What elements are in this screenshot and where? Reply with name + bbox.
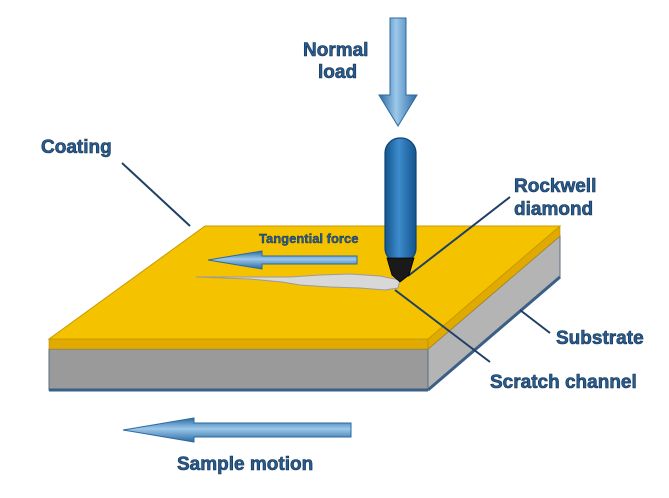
coating-front-edge <box>48 338 429 350</box>
substrate-side-bottom-edge <box>427 275 561 392</box>
sample-motion-label: Sample motion <box>177 454 313 475</box>
scratch-groove <box>195 273 401 291</box>
rockwell-label-line1: Rockwell <box>514 176 596 197</box>
rockwell-label-line2: diamond <box>514 199 593 220</box>
scratch-channel-leader-line <box>394 289 491 363</box>
indenter-shaft <box>384 137 417 264</box>
tangential-force-label: Tangential force <box>259 231 358 246</box>
coating-leader-line <box>121 162 191 227</box>
rockwell-leader-line <box>407 196 511 277</box>
tangential-force-arrow <box>207 250 358 270</box>
substrate-label: Substrate <box>556 328 644 349</box>
sample-motion-arrow <box>122 417 352 443</box>
scratch-channel-label: Scratch channel <box>490 372 637 393</box>
coating-label: Coating <box>41 137 112 158</box>
normal-load-label-line2: load <box>318 62 357 83</box>
substrate-front-face <box>48 348 429 391</box>
diamond-tip <box>386 257 415 283</box>
normal-load-arrow <box>378 17 418 127</box>
normal-load-label-line1: Normal <box>303 40 368 61</box>
substrate-leader-line <box>519 309 551 334</box>
